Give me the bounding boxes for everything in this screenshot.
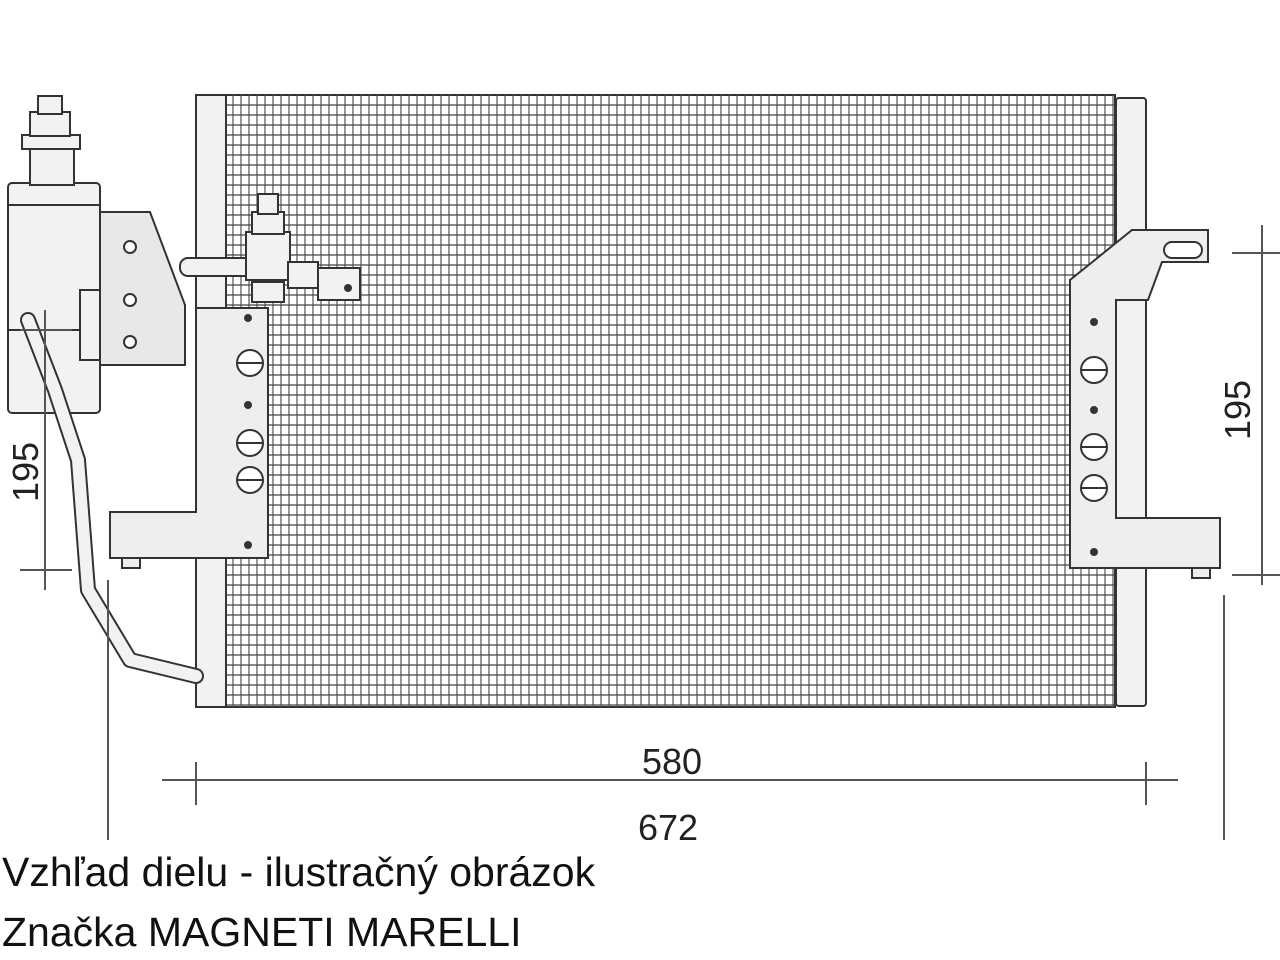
left-mounting-bracket <box>109 307 269 569</box>
dimension-580: 580 <box>642 741 702 782</box>
drier-bracket <box>99 211 186 366</box>
right-mounting-bracket <box>1069 229 1221 579</box>
caption-brand: Značka MAGNETI MARELLI <box>2 909 522 955</box>
right-header-tank <box>1115 97 1147 707</box>
condenser-core <box>224 94 1116 708</box>
condenser-diagram: 580 672 195 195 <box>5 94 1280 840</box>
caption-illustration-note: Vzhľad dielu - ilustračný obrázok <box>2 849 596 895</box>
dimension-lines <box>20 225 1280 840</box>
dimension-672: 672 <box>638 807 698 840</box>
inlet-fitting <box>179 193 361 303</box>
dimension-right-195: 195 <box>1217 380 1258 440</box>
dimension-left-195: 195 <box>5 442 46 502</box>
